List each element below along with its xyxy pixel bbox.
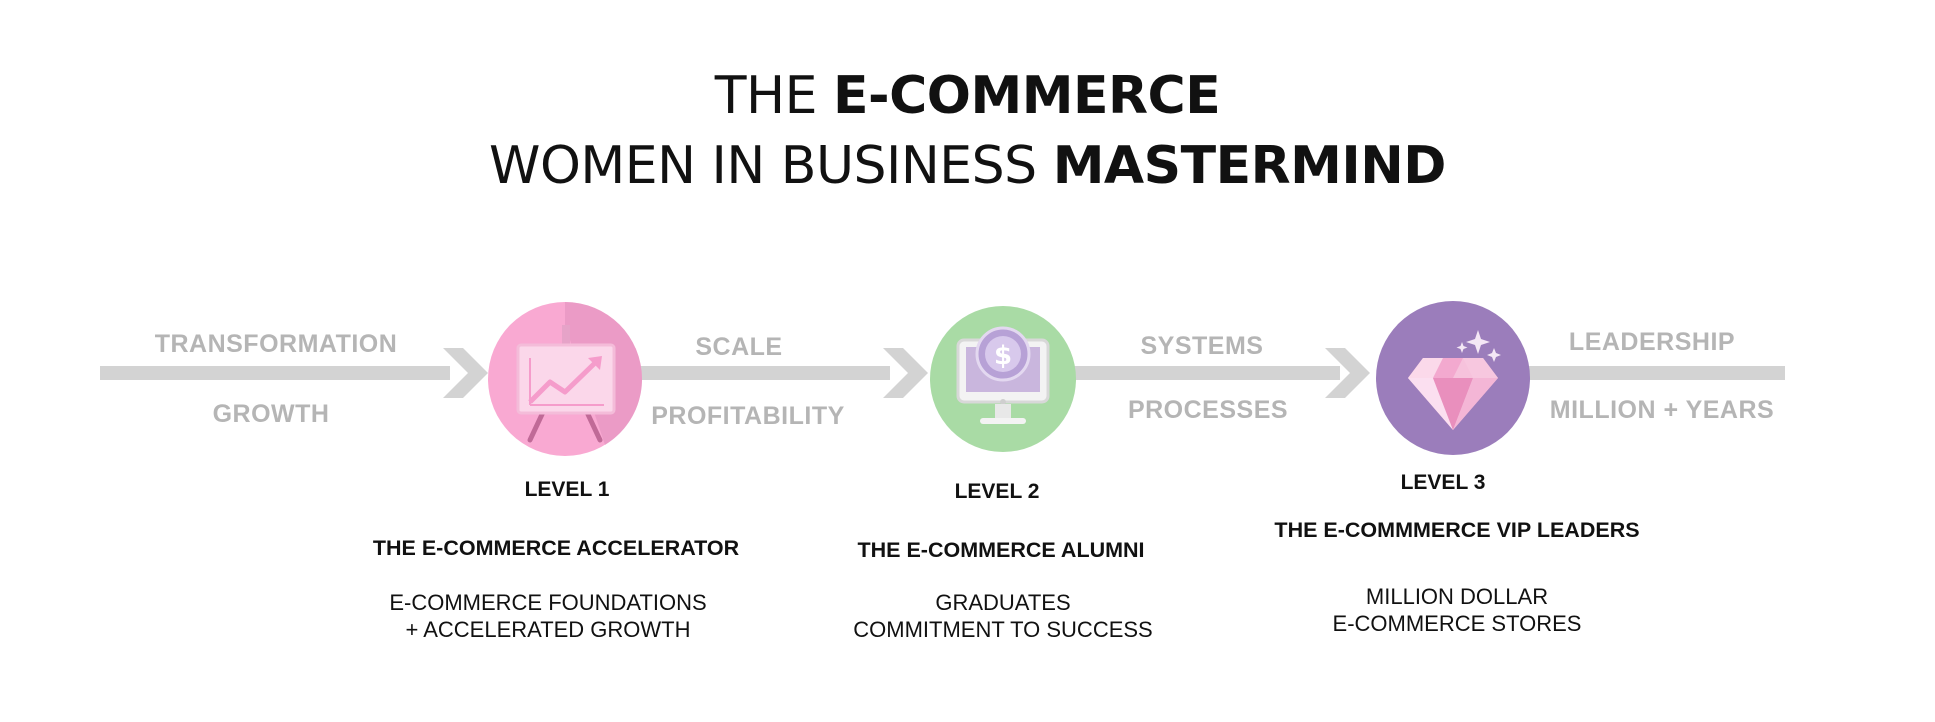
level-2-desc-line-1: GRADUATES — [935, 590, 1071, 615]
arrow-bar-2 — [640, 366, 890, 380]
dollar-monitor-icon: $ — [930, 306, 1076, 452]
level-2-name: THE E-COMMERCE ALUMNI — [857, 538, 1145, 562]
title-bold: E-COMMERCE — [833, 66, 1221, 126]
arrow-label-processes: PROCESSES — [1127, 396, 1289, 424]
chevron-3-icon — [1325, 348, 1370, 398]
arrow-label-leadership: LEADERSHIP — [1568, 328, 1736, 356]
level-1-heading: LEVEL 1 — [524, 478, 610, 501]
arrow-bar-3 — [1070, 366, 1340, 380]
level-1-desc-line-2: + ACCELERATED GROWTH — [405, 617, 691, 642]
level-2-desc-line-2: COMMITMENT TO SUCCESS — [853, 617, 1153, 642]
title-prefix: THE — [714, 66, 818, 126]
level-3-description: MILLION DOLLAR E-COMMERCE STORES — [1333, 583, 1582, 637]
page-title-line-1: THE E-COMMERCE — [0, 66, 1935, 126]
arrow-label-transformation: TRANSFORMATION — [154, 330, 398, 358]
arrow-label-million-years: MILLION + YEARS — [1549, 396, 1775, 424]
arrow-label-scale: SCALE — [695, 333, 783, 361]
page-title-line-2: WOMEN IN BUSINESS MASTERMIND — [0, 136, 1935, 196]
level-1-name: THE E-COMMERCE ACCELERATOR — [372, 536, 740, 560]
subtitle-bold: MASTERMIND — [1052, 136, 1447, 196]
presentation-chart-icon — [488, 302, 643, 456]
level-3-heading: LEVEL 3 — [1400, 471, 1486, 494]
arrow-label-systems: SYSTEMS — [1140, 332, 1264, 360]
diamond-icon — [1376, 301, 1530, 455]
chevron-1-icon — [443, 348, 488, 398]
level-2-heading: LEVEL 2 — [954, 480, 1040, 503]
level-3-desc-line-1: MILLION DOLLAR — [1365, 584, 1549, 609]
svg-text:$: $ — [994, 341, 1012, 371]
arrow-label-growth: GROWTH — [212, 400, 330, 428]
arrow-label-profitability: PROFITABILITY — [651, 402, 845, 430]
level-3-name: THE E-COMMMERCE VIP LEADERS — [1274, 518, 1640, 542]
level-1-description: E-COMMERCE FOUNDATIONS + ACCELERATED GRO… — [389, 589, 706, 643]
subtitle-prefix: WOMEN IN BUSINESS — [489, 136, 1037, 196]
chevron-2-icon — [883, 348, 928, 398]
level-2-description: GRADUATES COMMITMENT TO SUCCESS — [853, 589, 1152, 643]
arrow-bar-4 — [1515, 366, 1785, 380]
arrow-bar-1 — [100, 366, 450, 380]
level-3-desc-line-2: E-COMMERCE STORES — [1332, 611, 1582, 636]
level-1-desc-line-1: E-COMMERCE FOUNDATIONS — [389, 590, 707, 615]
